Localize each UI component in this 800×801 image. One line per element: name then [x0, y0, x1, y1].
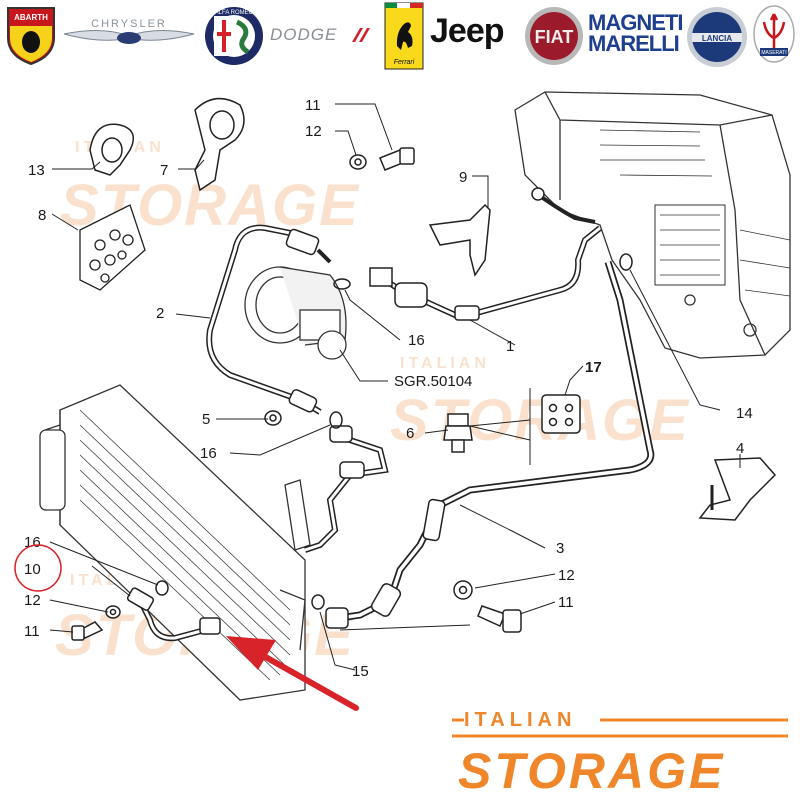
callout-9: 9 — [459, 169, 467, 186]
hose-3 — [325, 260, 655, 631]
o-ring-16-a — [333, 278, 351, 290]
highlight-circle — [14, 544, 62, 592]
evaporator-housing — [514, 91, 791, 359]
alfa-romeo-logo: ALFA ROMEO — [204, 6, 264, 66]
callout-3: 3 — [556, 540, 564, 557]
pressure-switch-6 — [443, 413, 473, 453]
chrysler-logo: CHRYSLER — [62, 14, 196, 54]
washer-12-top — [349, 154, 367, 170]
hose-2 — [206, 224, 332, 415]
dodge-logo-text: DODGE — [270, 25, 337, 44]
footer-brand: ITALIAN STORAGE — [450, 700, 790, 799]
nut-5 — [264, 410, 282, 426]
bolt-11-left — [71, 621, 104, 641]
callout-1: 1 — [506, 338, 514, 355]
callout-4: 4 — [736, 440, 744, 457]
callout-12-right: 12 — [558, 567, 575, 584]
ferrari-logo: Ferrari — [384, 2, 424, 70]
callout-11-right: 11 — [558, 594, 574, 611]
o-ring-16-b — [329, 411, 343, 429]
jeep-logo: Jeep — [430, 12, 504, 50]
callout-16-b: 16 — [200, 445, 217, 462]
brand-logo-bar: ABARTH CHRYSLER ALFA ROMEO DODGE — [0, 0, 800, 76]
footer-brand-line2: STORAGE — [458, 743, 725, 796]
callout-12-top: 12 — [305, 123, 322, 140]
maserati-logo: MASERATI — [752, 4, 796, 70]
parts-diagram: ITALIAN STORAGE ITALIAN STORAGE ITALIAN … — [14, 91, 791, 711]
seal-kit-8 — [79, 204, 146, 291]
callout-17: 17 — [585, 359, 602, 376]
callout-sgr: SGR.50104 — [394, 373, 472, 390]
dodge-logo: DODGE — [268, 22, 372, 48]
callout-11-left: 11 — [24, 623, 40, 640]
maserati-logo-text: MASERATI — [761, 50, 786, 56]
fiat-logo-text: FIAT — [535, 27, 574, 47]
leader-lines — [49, 103, 741, 671]
magneti-marelli-line1: MAGNETI — [588, 10, 683, 35]
bracket-9 — [428, 203, 491, 277]
clamp-7 — [194, 97, 245, 192]
callout-11-top: 11 — [305, 97, 321, 114]
callout-5: 5 — [202, 411, 210, 428]
footer-brand-line1: ITALIAN — [464, 709, 576, 731]
o-ring-16-c — [155, 580, 169, 596]
magneti-marelli-line2: MARELLI — [588, 31, 680, 56]
callout-2: 2 — [156, 305, 164, 322]
bolt-11-right — [477, 605, 522, 633]
callout-15: 15 — [352, 663, 369, 680]
callout-8: 8 — [38, 207, 46, 224]
bracket-4 — [698, 457, 777, 521]
lancia-logo-text: LANCIA — [702, 34, 732, 43]
hose-condenser-upper — [304, 425, 389, 553]
callout-7: 7 — [160, 162, 168, 179]
callout-labels: 11 12 13 7 9 8 2 16 1 SGR.50104 17 5 6 1… — [24, 97, 753, 680]
watermark-middle-line1: ITALIAN — [400, 355, 490, 372]
connector-17 — [529, 388, 581, 465]
callout-10: 10 — [24, 561, 41, 578]
washer-12-left — [105, 605, 121, 619]
callout-13: 13 — [28, 162, 45, 179]
callout-6: 6 — [406, 425, 414, 442]
fiat-logo: FIAT — [524, 6, 584, 66]
ferrari-logo-text: Ferrari — [394, 59, 415, 66]
bolt-11-top — [379, 147, 415, 171]
callout-16-a: 16 — [408, 332, 425, 349]
abarth-logo: ABARTH — [4, 4, 58, 66]
highlight-arrow — [226, 636, 359, 711]
chrysler-logo-text: CHRYSLER — [91, 18, 167, 30]
condenser — [39, 384, 311, 701]
hose-1 — [369, 187, 602, 321]
clamp-13 — [89, 123, 135, 176]
alfa-romeo-logo-text: ALFA ROMEO — [215, 10, 254, 16]
callout-14: 14 — [736, 405, 753, 422]
magneti-marelli-logo: MAGNETI MARELLI — [588, 12, 684, 62]
hose-10 — [126, 587, 221, 642]
o-ring-15 — [311, 594, 325, 610]
lancia-logo: LANCIA — [686, 6, 748, 68]
o-ring-14 — [619, 253, 633, 271]
washer-12-right — [453, 580, 473, 600]
abarth-logo-text: ABARTH — [14, 13, 48, 22]
compressor — [244, 266, 347, 360]
callout-12-left: 12 — [24, 592, 41, 609]
